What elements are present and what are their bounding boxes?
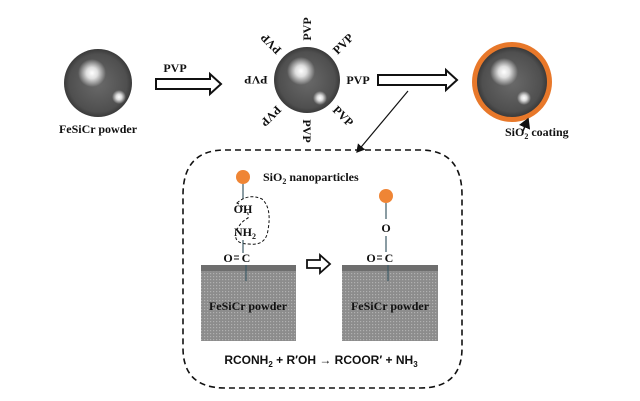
- pvp-ligand-label: PVP: [330, 103, 356, 129]
- reaction-site-highlight: [235, 196, 270, 245]
- pvp-ligand-label: PVP: [258, 103, 284, 129]
- nanoparticle-label: SiO2 nanoparticles: [263, 170, 359, 186]
- arrow-1-label: PVP: [163, 61, 186, 75]
- coating-label: SiO2 coating: [505, 125, 569, 141]
- carbonyl-c-after: C: [385, 251, 394, 265]
- amine-label: NH2: [234, 225, 256, 241]
- process-arrow-2: [377, 67, 459, 93]
- carbonyl-o-after: O: [366, 251, 375, 265]
- callout-pointer-arrow: [356, 90, 409, 153]
- ester-o-label: O: [381, 221, 390, 235]
- nanoparticle-after: [379, 189, 393, 203]
- carbonyl-c-before: C: [242, 251, 251, 265]
- detail-dashed-box: [182, 149, 463, 389]
- nanoparticle-before: [236, 170, 250, 184]
- reaction-arrow: [306, 252, 332, 276]
- substrate-after: [342, 265, 438, 341]
- pvp-ligand-label: PVP: [300, 119, 314, 142]
- pvp-ligand-label: PVP: [244, 73, 267, 87]
- pvp-ligand-label: PVP: [346, 73, 369, 87]
- substrate-before-label: FeSiCr powder: [209, 299, 288, 313]
- pvp-ligand-label: PVP: [258, 31, 284, 57]
- substrate-before: [201, 265, 296, 341]
- hydroxyl-label: OH: [234, 202, 253, 216]
- pvp-coated-sphere: [274, 47, 340, 113]
- sio2-coated-sphere: [472, 42, 552, 122]
- pvp-ligand-label: PVP: [330, 31, 356, 57]
- carbonyl-o-before: O: [223, 251, 232, 265]
- process-arrow-1: [155, 71, 223, 97]
- raw-powder-sphere: [64, 49, 132, 117]
- coating-pointer-arrow: [519, 117, 531, 132]
- substrate-after-label: FeSiCr powder: [351, 299, 430, 313]
- reaction-equation: RCONH2 + R′OH → RCOOR′ + NH3: [224, 353, 418, 369]
- pvp-ligand-label: PVP: [300, 17, 314, 40]
- raw-powder-label: FeSiCr powder: [59, 122, 138, 136]
